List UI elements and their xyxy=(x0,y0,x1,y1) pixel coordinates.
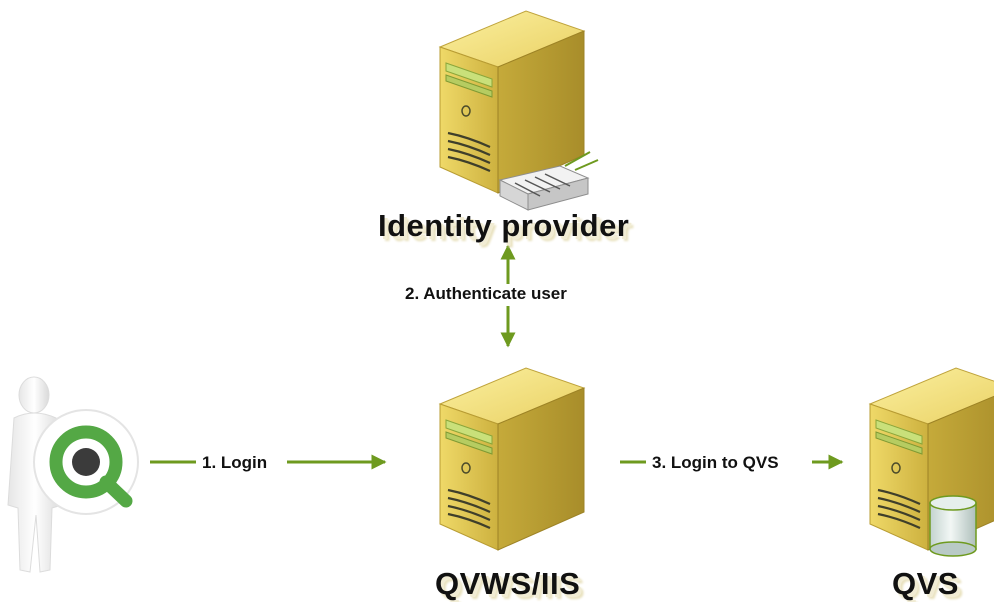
router-icon xyxy=(498,151,599,211)
qvws-label: QVWS/IIS xyxy=(435,566,581,601)
identity-provider-server-icon xyxy=(438,9,599,211)
authenticate-user-label: 2. Authenticate user xyxy=(403,284,569,304)
qvs-server-icon xyxy=(868,366,994,557)
database-icon xyxy=(929,495,977,557)
qvws-server-icon xyxy=(438,366,586,552)
login-to-qvs-label: 3. Login to QVS xyxy=(650,453,781,473)
identity-provider-label: Identity provider xyxy=(378,208,630,243)
qlik-logo-icon xyxy=(33,409,139,515)
login-label: 1. Login xyxy=(200,453,270,473)
qvs-label: QVS xyxy=(892,566,959,601)
